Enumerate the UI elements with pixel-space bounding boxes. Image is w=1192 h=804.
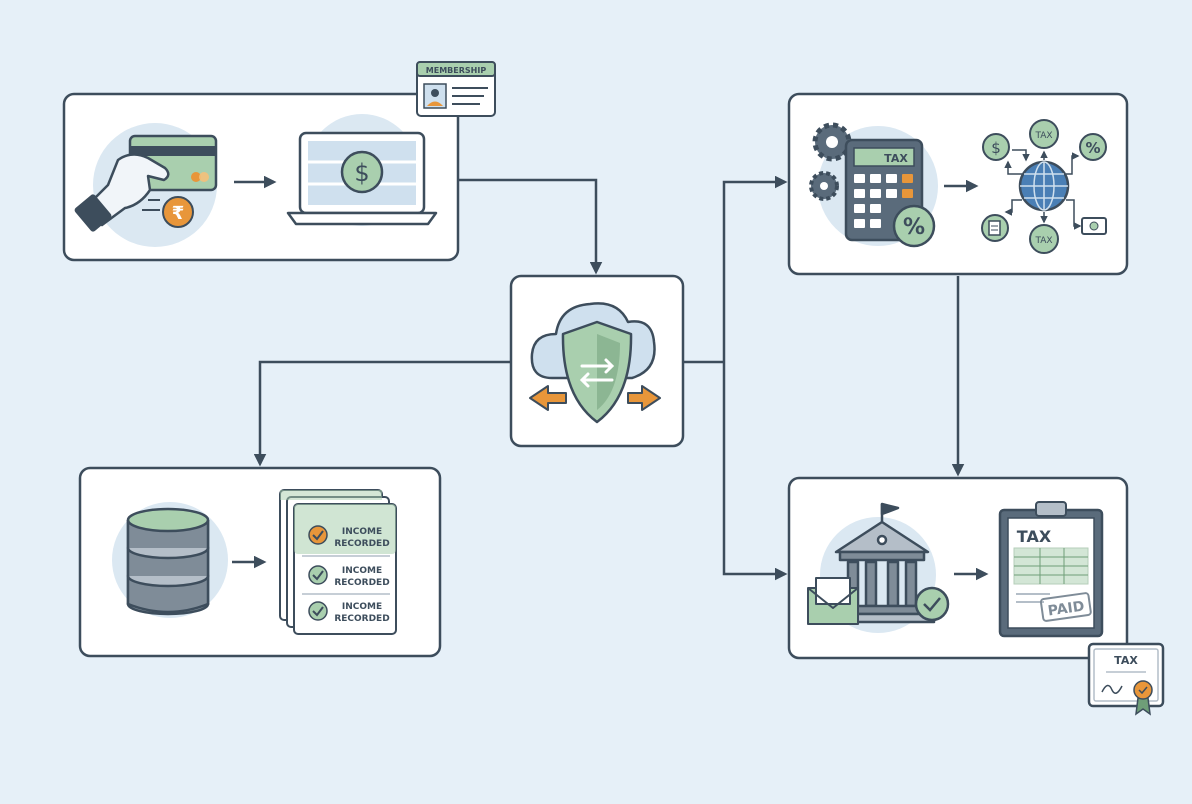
tax-certificate-label: TAX (1114, 654, 1138, 667)
signature-icon (1101, 684, 1123, 694)
svg-text:TAX: TAX (1034, 131, 1052, 141)
laptop-payment-icon: $ (286, 114, 438, 226)
tax-form-clipboard-icon: TAX PAID (998, 501, 1104, 638)
connector-hub-to-tax-filing (722, 362, 788, 581)
ledger-entry: INCOME RECORDED (308, 525, 390, 549)
card-payment-icon (74, 123, 218, 247)
tax-filing-card: TAX PAID (787, 476, 1129, 660)
ledger-entry: INCOME RECORDED (308, 565, 390, 588)
network-tax-top-icon: TAX (1029, 119, 1059, 149)
svg-text:PAID: PAID (1047, 599, 1086, 620)
svg-text:INCOME: INCOME (342, 602, 382, 612)
small-gear-icon (809, 171, 839, 201)
paid-stamp: PAID (1039, 592, 1092, 622)
rupee-symbol: ₹ (172, 203, 185, 224)
membership-badge: MEMBERSHIP (416, 61, 496, 117)
membership-badge-label: MEMBERSHIP (426, 66, 487, 75)
bidirectional-arrow-icon (529, 385, 661, 411)
records-card: INCOME RECORDED INCOME RECORDED INCOME R… (78, 466, 442, 658)
svg-text:INCOME: INCOME (342, 566, 382, 576)
green-check-icon (308, 565, 328, 585)
rupee-coin-icon: ₹ (162, 196, 194, 228)
certificate-seal-icon (1133, 680, 1153, 716)
laptop-dollar-symbol: $ (354, 159, 369, 187)
envelope-icon (807, 577, 859, 625)
percent-badge-symbol: % (903, 215, 925, 240)
shield-icon (561, 320, 633, 424)
secure-hub-card (509, 274, 685, 448)
tax-network-diagram: $ TAX % TAX (981, 119, 1107, 254)
tax-form-title: TAX (1017, 527, 1052, 546)
payment-card: ₹ $ (62, 92, 460, 262)
svg-text:$: $ (991, 139, 1001, 157)
flow-connectors (253, 175, 965, 581)
svg-text:RECORDED: RECORDED (334, 614, 389, 624)
network-percent-icon: % (1079, 133, 1107, 161)
tax-certificate-badge: TAX (1087, 642, 1165, 716)
gear-icon (812, 122, 852, 162)
ledger-entry: INCOME RECORDED (308, 601, 390, 624)
exchange-arrows-icon (579, 358, 615, 388)
network-tax-bottom-icon: TAX (1029, 224, 1059, 254)
percent-badge-icon: % (892, 204, 936, 248)
approved-check-icon (914, 586, 950, 622)
network-dollar-icon: $ (982, 133, 1010, 161)
green-check-icon (308, 601, 328, 621)
svg-text:INCOME: INCOME (342, 527, 382, 537)
tax-calculation-card: TAX % (787, 92, 1129, 276)
connector-hub-to-tax-calc (722, 175, 788, 362)
orange-check-icon (308, 525, 328, 545)
connector-payment-to-hub (458, 178, 603, 275)
svg-text:TAX: TAX (1034, 236, 1052, 246)
svg-text:%: % (1085, 139, 1100, 157)
database-icon (126, 507, 210, 616)
svg-text:RECORDED: RECORDED (334, 539, 389, 549)
connector-hub-to-storage (253, 360, 511, 467)
svg-text:RECORDED: RECORDED (334, 578, 389, 588)
network-document-icon (981, 214, 1009, 242)
income-ledger-stack: INCOME RECORDED INCOME RECORDED INCOME R… (279, 489, 397, 635)
calculator-display-label: TAX (884, 152, 908, 165)
network-banknote-icon (1081, 217, 1107, 235)
